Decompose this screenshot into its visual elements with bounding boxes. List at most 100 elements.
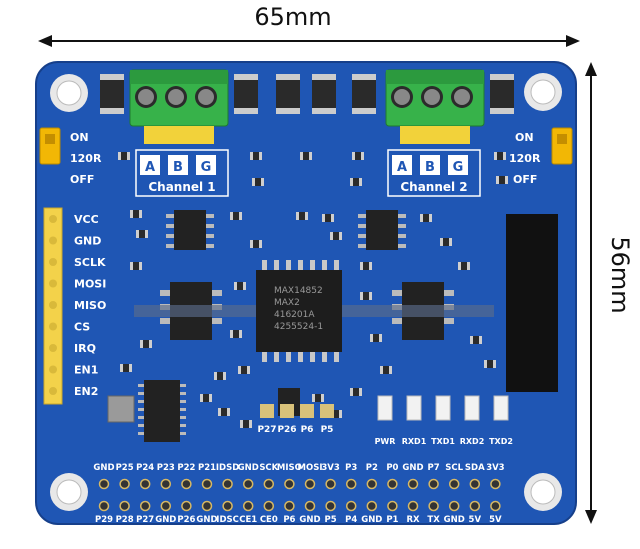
header-pin [49,344,57,352]
gpio-top-label: P22 [177,463,195,473]
smd-terminal [361,152,364,160]
smd-terminal [227,408,230,416]
smd-terminal [209,394,212,402]
smd-terminal [484,360,487,368]
gpio-pin [160,500,172,512]
gpio-pin [222,500,233,512]
smd-terminal [250,240,253,248]
chip-line-2: MAX2 [274,298,300,308]
gpio-bottom-label: GND [196,515,217,525]
gpio-pin [263,500,275,512]
gpio-top-label: SCL [445,463,463,473]
header-pin [49,301,57,309]
smd-terminal [352,152,355,160]
width-dimension-arrow [38,35,580,47]
gpio-pin [222,478,233,490]
gpio-pin [407,478,419,490]
smd-terminal [370,334,373,342]
gpio-top-label: P21 [198,463,216,473]
smd-terminal [458,262,461,270]
smd-terminal [139,262,142,270]
gpio-pin [469,478,481,490]
solder-pad [260,404,274,418]
jumper-left-on: ON [70,131,89,144]
gpio-bottom-label: P29 [95,515,113,525]
gpio-pin [428,478,439,490]
solder-pad [320,404,334,418]
smd-terminal [331,214,334,222]
smd-terminal [247,366,250,374]
pad-label-p6: P6 [301,425,314,435]
width-label: 65mm [254,3,332,31]
gpio-pin [139,478,151,490]
gpio-pin [304,478,316,490]
gpio-bottom-label: P28 [116,515,134,525]
channel-2-pin-b: B [425,160,435,175]
channel-2-pin-g: G [453,160,464,175]
gpio-top-label: GND [238,463,259,473]
smd-terminal [145,230,148,238]
led-label-pwr: PWR [375,437,396,446]
header-label-en2: EN2 [74,385,98,398]
pad-label-p26: P26 [277,425,296,435]
gpio-pin [304,500,316,512]
gpio-bottom-label: P26 [177,515,195,525]
gpio-top-label: P24 [136,463,154,473]
jumper-left-off: OFF [70,173,94,186]
led [493,395,509,421]
gpio-bottom-label: IDSC [216,515,239,525]
gpio-pin [242,478,254,490]
smd-terminal [130,210,133,218]
terminal-block-channel-1 [129,69,229,144]
smd-terminal [239,330,242,338]
height-dimension-arrow [585,62,597,524]
gpio-pin [263,478,275,490]
solder-pad [300,404,314,418]
smd-terminal [259,152,262,160]
gpio-pin [366,478,378,490]
header-label-cs: CS [74,321,90,334]
jumper-right-120r: 120R [509,152,541,165]
smd-terminal [359,178,362,186]
header-label-sclk: SCLK [74,256,106,269]
smd-terminal [360,262,363,270]
led [435,395,451,421]
gpio-bottom-label: P5 [325,515,337,525]
header-pin [49,365,57,374]
smd-terminal [429,214,432,222]
gpio-top-label: GND [402,463,423,473]
main-controller-chip: MAX14852 MAX2 416201A 4255524-1 [256,260,342,362]
jumper-left-120r: 120R [70,152,102,165]
smd-terminal [309,152,312,160]
gpio-bottom-label: P1 [386,515,398,525]
gpio-pin [490,500,501,512]
isolator-chip-right [358,210,406,250]
smd-terminal [230,212,233,220]
gpio-top-label: GND [93,463,114,473]
smd-terminal [321,394,324,402]
smd-terminal [200,394,203,402]
gpio-pin [428,500,439,512]
solder-pad [280,404,294,418]
gpio-pin [387,500,398,512]
jumper-left: ON 120R OFF [39,127,102,186]
gpio-bottom-label: P27 [136,515,154,525]
gpio-top-label: MISO [277,463,302,473]
gpio-top-label: IDSD [216,463,239,473]
channel-1-pin-a: A [145,160,155,175]
smd-terminal [214,372,217,380]
header-pin [49,236,57,245]
gpio-pin [242,500,254,512]
gpio-pin [181,478,192,490]
smd-terminal [249,420,252,428]
smd-terminal [505,176,508,184]
gpio-top-label: MOSI [298,463,323,473]
smd-terminal [339,410,342,418]
pad-label-p5: P5 [321,425,334,435]
gpio-pin [469,500,481,512]
gpio-top-label: P0 [386,463,398,473]
